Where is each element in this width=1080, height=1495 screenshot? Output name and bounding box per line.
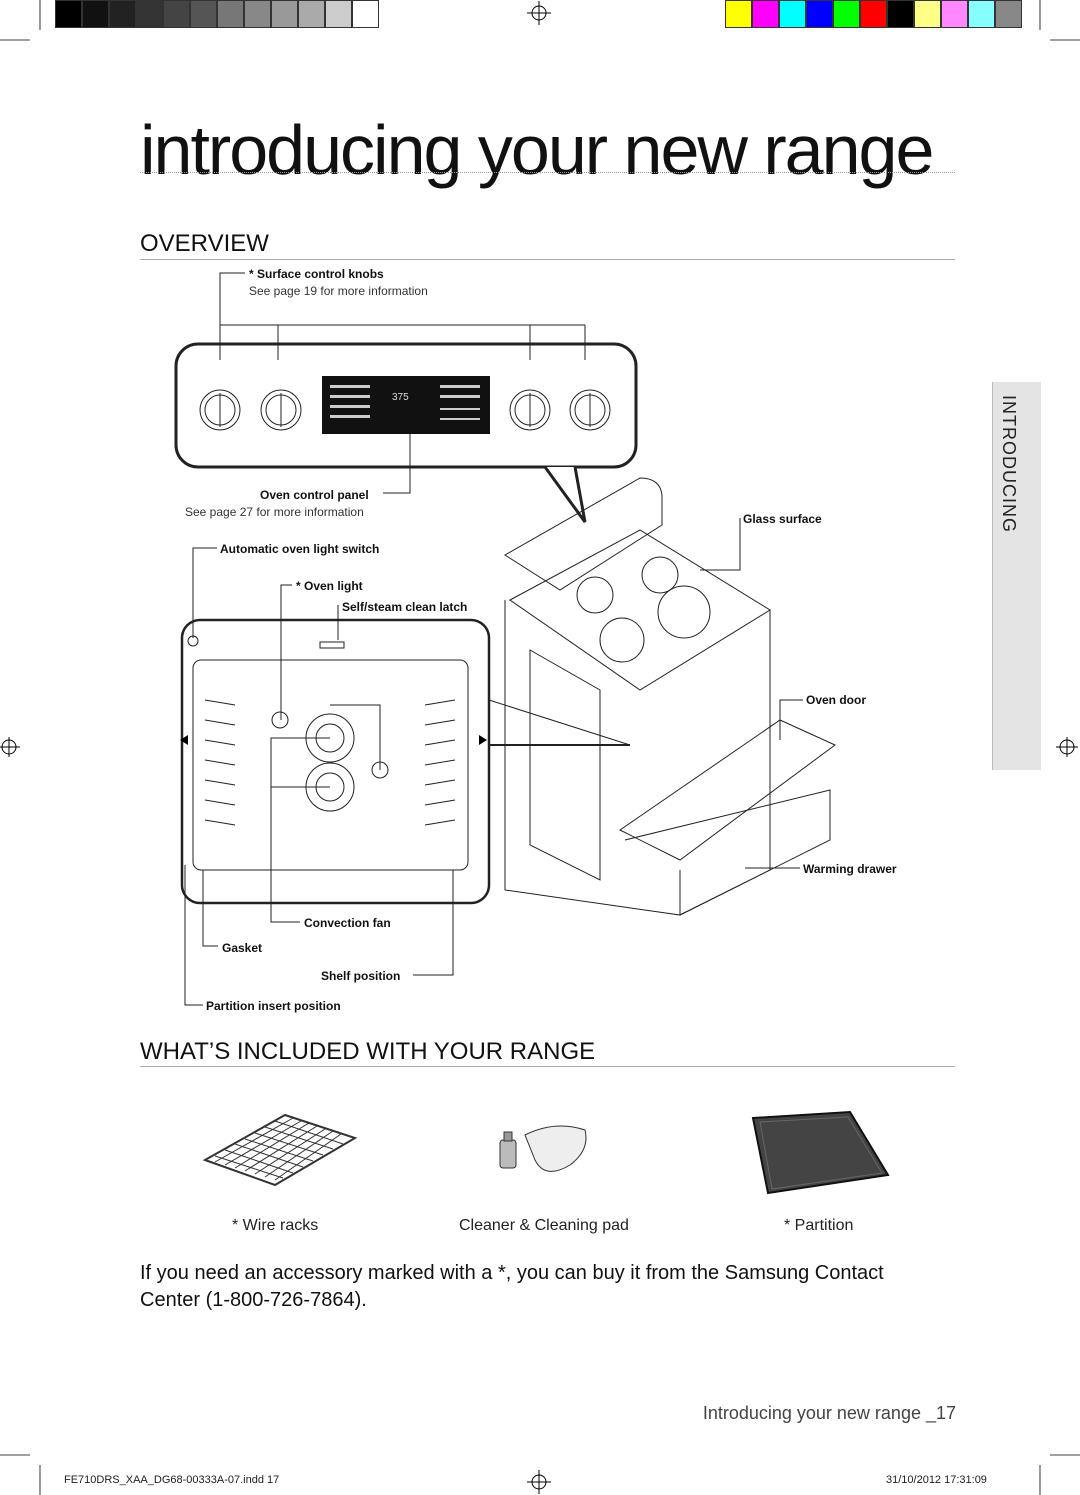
convection-fan-label: Convection fan [304,916,391,930]
color-swatch-3 [806,0,833,28]
gasket-label: Gasket [222,941,263,955]
side-tab-label: INTRODUCING [999,395,1019,533]
self-clean-latch-label: Self/steam clean latch [342,600,468,614]
gray-swatch-4 [163,0,190,28]
gray-swatch-1 [82,0,109,28]
partition-label: * Partition [784,1217,854,1234]
cleaner-pad-icon [499,1125,587,1172]
page-number-label: Introducing your new range _17 [702,1403,956,1423]
gray-swatch-5 [190,0,217,28]
partition-insert-label: Partition insert position [206,999,341,1013]
gray-swatch-9 [298,0,325,28]
color-swatch-1 [752,0,779,28]
partition-icon [751,1110,890,1195]
oven-control-panel-label: Oven control panel [260,488,369,502]
print-timestamp: 31/10/2012 17:31:09 [886,1474,987,1486]
gray-swatch-11 [352,0,379,28]
surface-knobs-ref: See page 19 for more information [249,284,428,298]
surface-knobs-label: * Surface control knobs [249,267,384,281]
cleaner-pad-label: Cleaner & Cleaning pad [459,1217,629,1234]
color-calibration-bar [725,0,1022,32]
range-overview-illustration: 375 [174,272,836,1006]
color-swatch-10 [995,0,1022,28]
wire-rack-icon [202,1113,358,1187]
section-side-tab [992,382,1041,770]
color-swatch-9 [968,0,995,28]
grayscale-calibration-bar [55,0,379,32]
oven-light-label: * Oven light [296,579,363,593]
oven-control-panel-ref: See page 27 for more information [185,505,364,519]
page-title: introducing your new range [140,111,934,189]
color-swatch-6 [887,0,914,28]
panel-display-value: 375 [392,392,409,403]
warming-drawer-label: Warming drawer [803,862,897,876]
color-swatch-5 [860,0,887,28]
registration-mark-top [527,1,551,25]
color-swatch-7 [914,0,941,28]
color-swatch-4 [833,0,860,28]
included-rule [140,1066,955,1067]
overview-heading: OVERVIEW [140,230,269,257]
gray-swatch-10 [325,0,352,28]
registration-mark-left [0,737,20,757]
file-name: FE710DRS_XAA_DG68-00333A-07.indd 17 [64,1474,280,1486]
gray-swatch-8 [271,0,298,28]
color-swatch-2 [779,0,806,28]
gray-swatch-0 [55,0,82,28]
gray-swatch-2 [109,0,136,28]
registration-mark-right [1056,737,1078,757]
oven-door-label: Oven door [806,693,867,707]
gray-swatch-3 [136,0,163,28]
title-rule [140,172,955,173]
gray-swatch-7 [244,0,271,28]
glass-surface-label: Glass surface [743,512,822,526]
shelf-position-label: Shelf position [321,969,401,983]
registration-mark-bottom [527,1470,551,1494]
overview-rule [140,259,955,260]
wire-racks-label: * Wire racks [232,1217,319,1234]
color-swatch-8 [941,0,968,28]
included-heading: WHAT’S INCLUDED WITH YOUR RANGE [140,1038,596,1065]
auto-oven-light-switch-label: Automatic oven light switch [220,542,380,556]
color-swatch-0 [725,0,752,28]
accessory-note: If you need an accessory marked with a *… [140,1262,884,1311]
gray-swatch-6 [217,0,244,28]
